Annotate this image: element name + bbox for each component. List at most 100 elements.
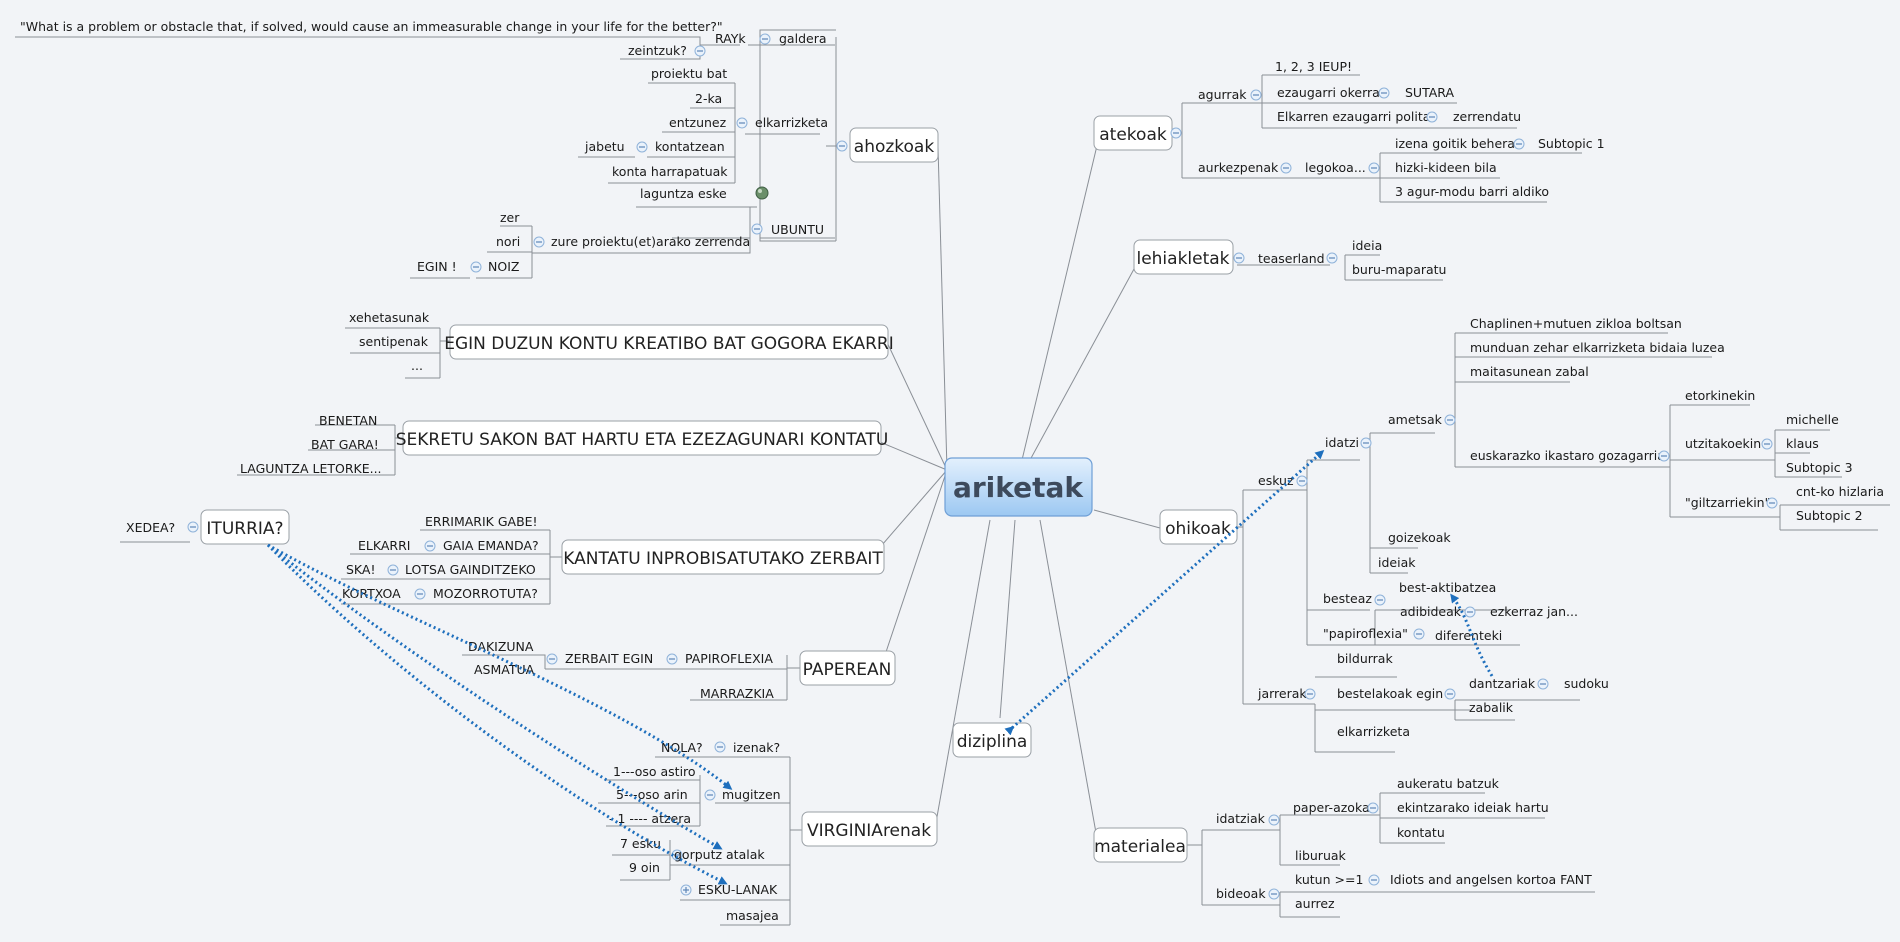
topic-sentipenak: sentipenak <box>359 334 429 349</box>
collapse-toggle[interactable] <box>1444 688 1456 700</box>
topic-marrazkia: MARRAZKIA <box>700 686 774 701</box>
collapse-toggle[interactable] <box>694 45 706 57</box>
topic-noiz: NOIZ <box>488 259 519 274</box>
collapse-toggle[interactable] <box>704 789 716 801</box>
collapse-toggle[interactable] <box>751 223 763 235</box>
topic-masajea: masajea <box>726 908 779 923</box>
virginiarenak-label: VIRGINIArenak <box>807 821 931 841</box>
topic-gaia-emanda: GAIA EMANDA? <box>443 538 539 553</box>
collapse-toggle[interactable] <box>1280 162 1292 174</box>
collapse-toggle[interactable] <box>736 117 748 129</box>
globe-icon <box>755 186 769 200</box>
topic-zer: zer <box>500 210 520 225</box>
collapse-toggle[interactable] <box>470 261 482 273</box>
topic-zerbait-egin: ZERBAIT EGIN <box>565 651 653 666</box>
ahozkoak-box[interactable] <box>849 127 939 163</box>
collapse-toggle[interactable] <box>759 33 771 45</box>
collapse-toggle[interactable] <box>1250 89 1262 101</box>
topic-ska: SKA! <box>346 562 375 577</box>
collapse-toggle[interactable] <box>187 521 199 533</box>
topic-bat-gara: BAT GARA! <box>311 437 379 452</box>
collapse-toggle[interactable] <box>424 540 436 552</box>
collapse-toggle[interactable] <box>414 588 426 600</box>
iturria-label: ITURRIA? <box>206 519 283 539</box>
collapse-toggle[interactable] <box>1368 162 1380 174</box>
topic-zure-proiektu: zure proiektu(et)arako zerrenda <box>551 234 750 249</box>
topic-sutara: SUTARA <box>1405 85 1454 100</box>
atekoak-label: atekoak <box>1099 125 1167 145</box>
collapse-toggle[interactable] <box>1378 87 1390 99</box>
topic-subtopic3: Subtopic 3 <box>1786 460 1853 475</box>
materialea-box[interactable] <box>1093 827 1188 863</box>
collapse-toggle[interactable] <box>1658 450 1670 462</box>
collapse-toggle[interactable] <box>714 741 726 753</box>
topic-asmatua: ASMATUA <box>474 662 535 677</box>
topic-proiektu-bat: proiektu bat <box>651 66 727 81</box>
sekretu-box[interactable] <box>402 420 882 456</box>
collapse-toggle[interactable] <box>1426 111 1438 123</box>
diziplina-label: diziplina <box>957 732 1028 752</box>
collapse-toggle[interactable] <box>1268 814 1280 826</box>
collapse-toggle[interactable] <box>1296 475 1308 487</box>
collapse-toggle[interactable] <box>1444 414 1456 426</box>
collapse-toggle[interactable] <box>533 236 545 248</box>
topic-idatzi: idatzi <box>1325 435 1359 450</box>
collapse-toggle[interactable] <box>1761 438 1773 450</box>
topic-errimarik: ERRIMARIK GABE! <box>425 514 538 529</box>
egin-duzun-box[interactable] <box>449 324 889 360</box>
collapse-toggle[interactable] <box>387 564 399 576</box>
topic-hizki: hizki-kideen bila <box>1395 160 1497 175</box>
collapse-toggle[interactable] <box>1766 497 1778 509</box>
topic-2ka: 2-ka <box>695 91 722 106</box>
topic-klaus: klaus <box>1786 436 1819 451</box>
collapse-toggle[interactable] <box>1326 252 1338 264</box>
collapse-toggle[interactable] <box>1513 138 1525 150</box>
topic-gorputz: gorputz atalak <box>674 847 765 862</box>
topic-goizekoak: goizekoak <box>1388 530 1451 545</box>
topic-egin: EGIN ! <box>417 259 457 274</box>
topic-chaplin: Chaplinen+mutuen zikloa boltsan <box>1470 316 1682 331</box>
relation-iturria-mugitzen <box>267 543 733 790</box>
collapse-toggle[interactable] <box>1537 678 1549 690</box>
kantatu-label: KANTATU INPROBISATUTAKO ZERBAIT <box>563 549 883 569</box>
collapse-toggle[interactable] <box>1304 688 1316 700</box>
topic-lotsa: LOTSA GAINDITZEKO <box>405 562 536 577</box>
collapse-toggle[interactable] <box>836 140 848 152</box>
topic-zeintzuk: zeintzuk? <box>628 43 687 58</box>
collapse-toggle[interactable] <box>1413 628 1425 640</box>
collapse-toggle[interactable] <box>1374 594 1386 606</box>
ahozkoak-label: ahozkoak <box>854 137 935 157</box>
collapse-toggle[interactable] <box>1464 606 1476 618</box>
collapse-toggle[interactable] <box>636 141 648 153</box>
collapse-toggle[interactable] <box>546 653 558 665</box>
branch-paperean <box>462 654 800 701</box>
lehiakletak-box[interactable] <box>1133 239 1234 275</box>
paperean-box[interactable] <box>799 650 896 686</box>
iturria-box[interactable] <box>200 509 290 545</box>
collapse-toggle[interactable] <box>1233 252 1245 264</box>
kantatu-box[interactable] <box>561 539 885 575</box>
collapse-toggle[interactable] <box>1170 127 1182 139</box>
collapse-toggle[interactable] <box>666 653 678 665</box>
topic-legokoa: legokoa... <box>1305 160 1366 175</box>
relation-iturria-esku-lanak <box>266 543 728 885</box>
topic-dantzariak: dantzariak <box>1469 676 1536 691</box>
expand-toggle[interactable] <box>680 884 692 896</box>
egin-duzun-label: EGIN DUZUN KONTU KREATIBO BAT GOGORA EKA… <box>444 334 893 354</box>
topic-dakizuna: DAKIZUNA <box>468 639 534 654</box>
topic-kontatzean: kontatzean <box>655 139 725 154</box>
collapse-toggle[interactable] <box>1367 802 1379 814</box>
topic-utzitakoekin: utzitakoekin <box>1685 436 1761 451</box>
virginiarenak-box[interactable] <box>801 811 938 847</box>
topic-kortxoa: KORTXOA <box>342 586 401 601</box>
topic-besteaz: besteaz <box>1323 591 1372 606</box>
topic-oso-astiro: 1---oso astiro <box>613 764 696 779</box>
topic-elkarren: Elkarren ezaugarri polita <box>1277 109 1430 124</box>
collapse-toggle[interactable] <box>1360 437 1372 449</box>
collapse-toggle[interactable] <box>1368 874 1380 886</box>
topic-entzunez: entzunez <box>669 115 727 130</box>
central-topic[interactable]: ariketak <box>944 457 1093 517</box>
collapse-toggle[interactable] <box>1268 888 1280 900</box>
topic-ezaugarri-okerra: ezaugarri okerra <box>1277 85 1380 100</box>
